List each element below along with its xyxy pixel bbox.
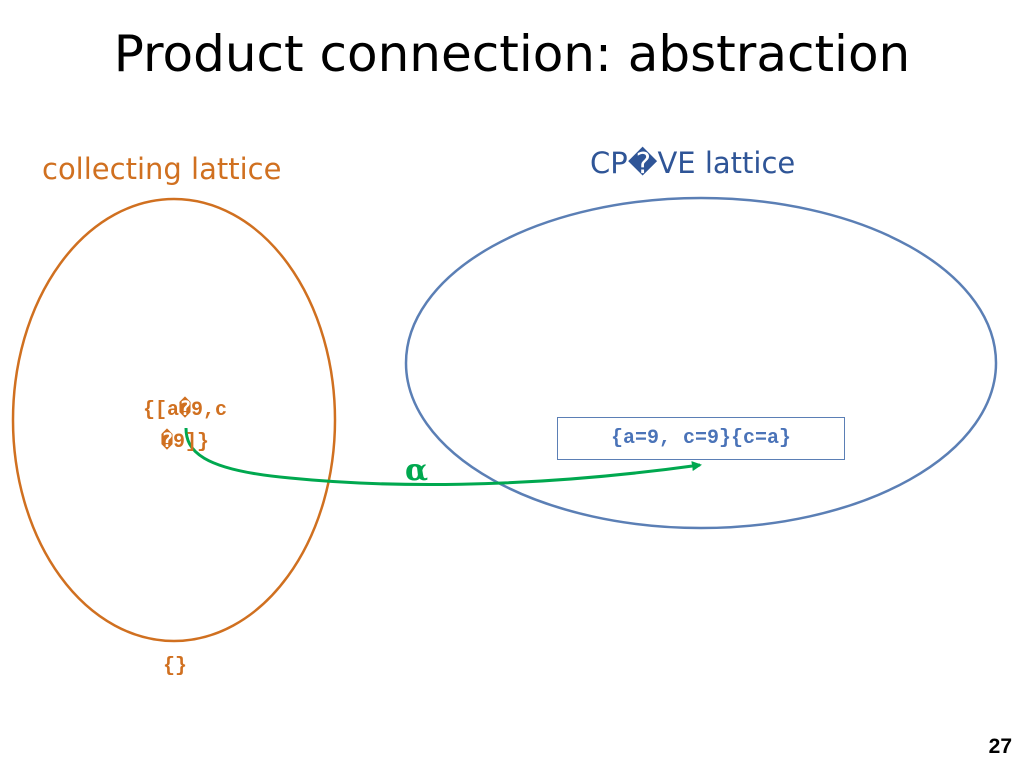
cpve-lattice-ellipse [404, 196, 998, 530]
alpha-label: α [405, 453, 429, 488]
abstraction-arrow [184, 427, 702, 487]
cpve-lattice-label: CP�VE lattice [590, 146, 796, 180]
collecting-element: {[a�9,c �9]} [108, 395, 262, 459]
collecting-element-line2: �9]} [160, 431, 210, 454]
collecting-bottom-element: {} [162, 655, 187, 678]
page-number: 27 [988, 735, 1012, 758]
slide-title: Product connection: abstraction [113, 25, 911, 83]
cpve-element-box: {a=9, c=9}{c=a} [557, 417, 845, 460]
collecting-lattice-ellipse [11, 197, 337, 643]
collecting-lattice-label: collecting lattice [42, 152, 282, 186]
collecting-element-line1: {[a�9,c [142, 399, 228, 422]
